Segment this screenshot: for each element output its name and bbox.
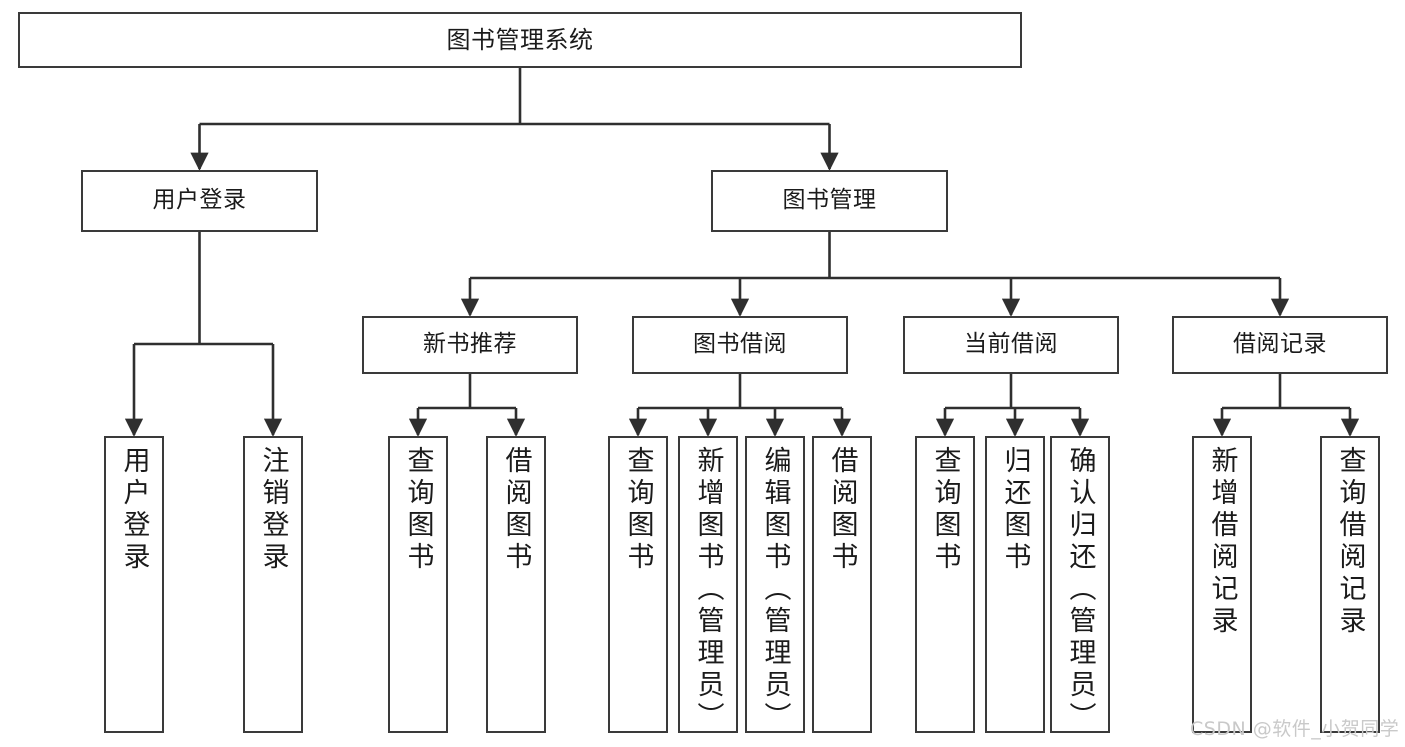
node-label: 查询图书 [929, 446, 961, 574]
node-leaf-add-record[interactable]: 新增借阅记录 [1192, 436, 1252, 733]
node-book-manage[interactable]: 图书管理 [711, 170, 948, 232]
node-user-login[interactable]: 用户登录 [81, 170, 318, 232]
node-label: 借阅记录 [1233, 331, 1327, 358]
node-label: 借阅图书 [826, 446, 858, 574]
node-leaf-return-book[interactable]: 归还图书 [985, 436, 1045, 733]
node-leaf-query-book-3[interactable]: 查询图书 [915, 436, 975, 733]
node-label: 归还图书 [999, 446, 1031, 574]
node-leaf-query-book-1[interactable]: 查询图书 [388, 436, 448, 733]
node-leaf-query-record[interactable]: 查询借阅记录 [1320, 436, 1380, 733]
node-leaf-confirm-return[interactable]: 确认归还（管理员） [1050, 436, 1110, 734]
node-label: 编辑图书（管理员） [759, 446, 791, 734]
node-label: 用户登录 [118, 446, 150, 574]
node-current-borrow[interactable]: 当前借阅 [903, 316, 1119, 374]
node-label: 确认归还（管理员） [1064, 446, 1096, 734]
csdn-watermark: CSDN @软件_小贺同学 [1190, 718, 1400, 740]
node-leaf-add-book[interactable]: 新增图书（管理员） [678, 436, 738, 734]
node-label: 新增图书（管理员） [692, 446, 724, 734]
node-label: 图书管理 [782, 187, 877, 214]
node-label: 图书借阅 [693, 331, 787, 358]
node-book-borrow[interactable]: 图书借阅 [632, 316, 848, 374]
node-label: 借阅图书 [500, 446, 532, 574]
node-label: 查询借阅记录 [1334, 446, 1366, 638]
node-root[interactable]: 图书管理系统 [18, 12, 1022, 68]
node-borrow-record[interactable]: 借阅记录 [1172, 316, 1388, 374]
node-leaf-borrow-book-1[interactable]: 借阅图书 [486, 436, 546, 733]
node-label: 查询图书 [402, 446, 434, 574]
node-label: 注销登录 [257, 446, 289, 574]
node-leaf-borrow-book-2[interactable]: 借阅图书 [812, 436, 872, 733]
node-label: 图书管理系统 [446, 25, 594, 54]
node-label: 查询图书 [622, 446, 654, 574]
node-leaf-query-book-2[interactable]: 查询图书 [608, 436, 668, 733]
node-leaf-user-login[interactable]: 用户登录 [104, 436, 164, 733]
node-label: 当前借阅 [964, 331, 1058, 358]
node-leaf-edit-book[interactable]: 编辑图书（管理员） [745, 436, 805, 734]
node-label: 用户登录 [152, 187, 247, 214]
node-label: 新增借阅记录 [1206, 446, 1238, 638]
node-leaf-user-logout[interactable]: 注销登录 [243, 436, 303, 733]
node-new-book-rec[interactable]: 新书推荐 [362, 316, 578, 374]
node-label: 新书推荐 [423, 331, 517, 358]
